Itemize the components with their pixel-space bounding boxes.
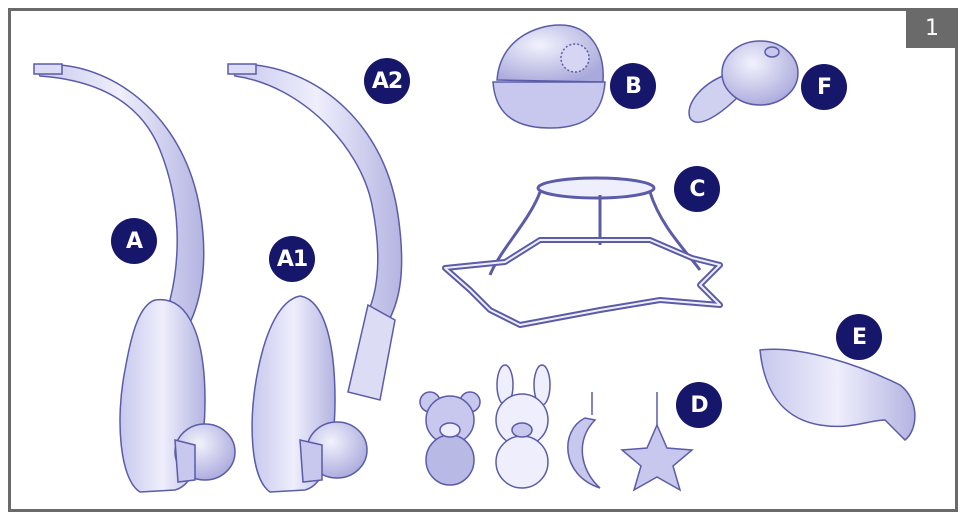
label-a: A — [111, 218, 157, 264]
label-e: E — [836, 314, 882, 360]
part-d-toys — [420, 365, 692, 490]
label-f: F — [801, 64, 847, 110]
part-a1-clamp — [252, 296, 367, 492]
part-e-shade — [760, 349, 915, 440]
part-f-remote — [689, 41, 798, 122]
label-c: C — [674, 166, 720, 212]
label-a1: A1 — [269, 236, 315, 282]
label-b: B — [610, 63, 656, 109]
part-a-arm — [34, 64, 235, 492]
part-b-music-box — [493, 25, 605, 128]
label-a2: A2 — [364, 58, 410, 104]
label-d: D — [676, 382, 722, 428]
